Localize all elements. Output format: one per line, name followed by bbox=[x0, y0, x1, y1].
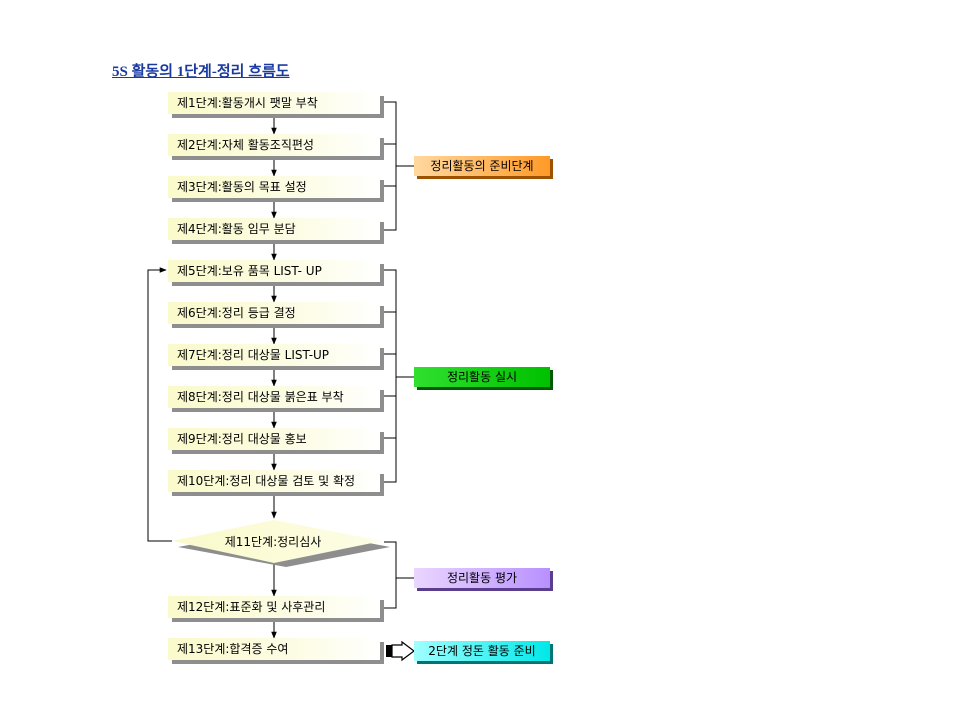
step-11-decision-label: 제11단계:정리심사 bbox=[224, 535, 322, 549]
step-7: 제7단계:정리 대상물 LIST-UP bbox=[168, 344, 380, 366]
step-5: 제5단계:보유 품목 LIST- UP bbox=[168, 260, 380, 282]
step-9: 제9단계:정리 대상물 홍보 bbox=[168, 428, 380, 450]
group-exec-label: 정리활동 실시 bbox=[414, 367, 550, 387]
group-eval-label: 정리활동 평가 bbox=[414, 568, 550, 588]
group-brackets bbox=[384, 101, 414, 609]
step-2: 제2단계:자체 활동조직편성 bbox=[168, 134, 380, 156]
decision-diamond bbox=[172, 520, 390, 567]
step-13: 제13단계:합격증 수여 bbox=[168, 638, 380, 660]
page-title: 5S 활동의 1단계-정리 흐름도 bbox=[112, 64, 290, 80]
loop-back-arrow bbox=[147, 267, 172, 542]
step-1: 제1단계:활동개시 팻말 부착 bbox=[168, 92, 380, 114]
step-10: 제10단계:정리 대상물 검토 및 확정 bbox=[168, 470, 380, 492]
step-8: 제8단계:정리 대상물 붉은표 부착 bbox=[168, 386, 380, 408]
group-next-label: 2단계 정돈 활동 준비 bbox=[414, 641, 550, 661]
step-6: 제6단계:정리 등급 결정 bbox=[168, 302, 380, 324]
next-stage-arrow bbox=[386, 640, 415, 662]
step-12: 제12단계:표준화 및 사후관리 bbox=[168, 596, 380, 618]
step-3: 제3단계:활동의 목표 설정 bbox=[168, 176, 380, 198]
step-4: 제4단계:활동 임무 분담 bbox=[168, 218, 380, 240]
group-prep-label: 정리활동의 준비단계 bbox=[414, 156, 550, 176]
